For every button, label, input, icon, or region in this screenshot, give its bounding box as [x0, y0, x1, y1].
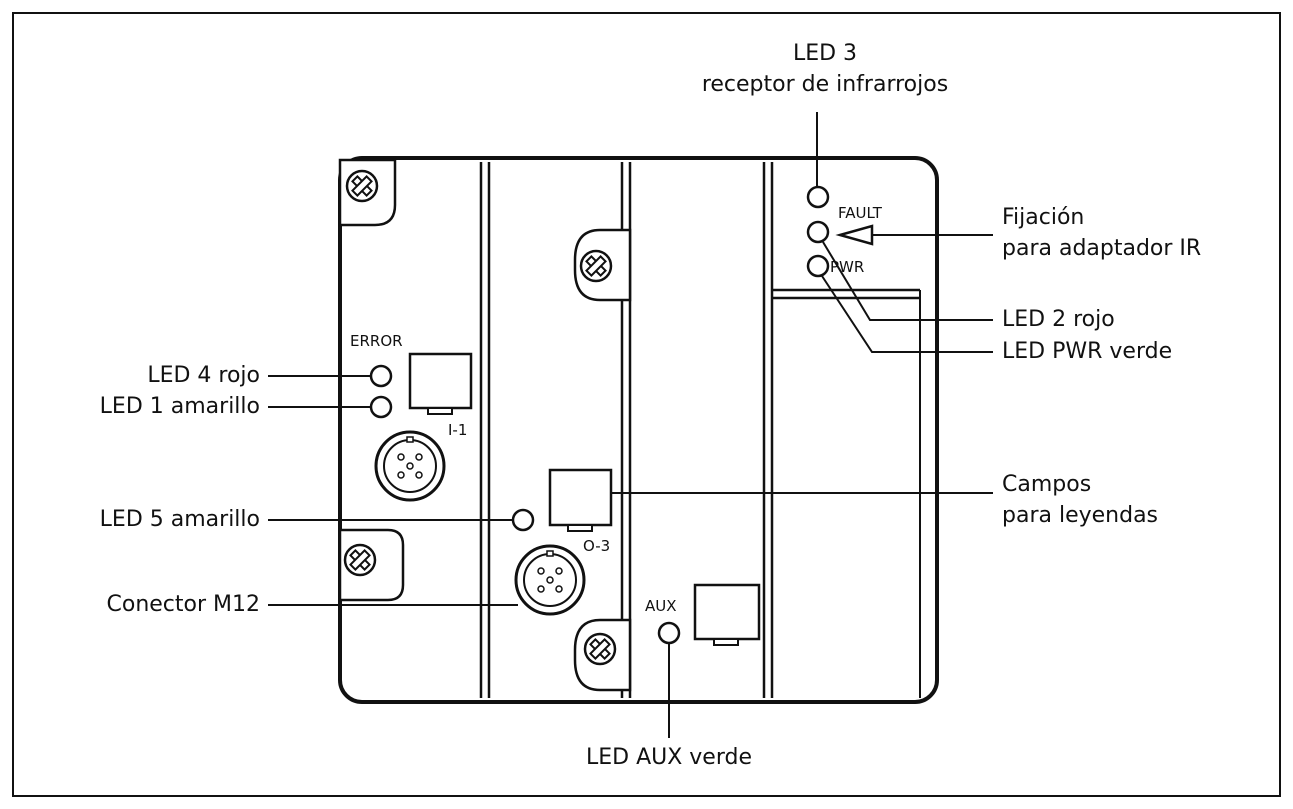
- callout-campos-subtitle: para leyendas: [1002, 503, 1159, 528]
- led-3-ir-receiver: [806, 185, 830, 209]
- callout-led3-title: LED 3: [792, 41, 858, 66]
- callout-led5: LED 5 amarillo: [99, 507, 260, 532]
- callout-led1: LED 1 amarillo: [99, 394, 260, 419]
- screw-middle: [579, 249, 613, 283]
- callout-conector-m12: Conector M12: [106, 592, 261, 617]
- callout-fijacion-subtitle: para adaptador IR: [1002, 236, 1202, 261]
- led-1-yellow: [369, 395, 393, 419]
- device-body: [338, 156, 939, 704]
- marking-o3: O-3: [583, 537, 611, 555]
- led-5-yellow: [511, 508, 535, 532]
- callout-ledaux: LED AUX verde: [585, 745, 753, 770]
- screw-bottom-left: [343, 543, 377, 577]
- marking-error: ERROR: [350, 332, 403, 350]
- callout-led4: LED 4 rojo: [147, 363, 260, 388]
- diagram-frame: [12, 12, 1281, 797]
- led-pwr-green: [806, 254, 830, 278]
- led-4-red: [369, 364, 393, 388]
- legend-field-aux: [693, 583, 761, 641]
- m12-connector-o3: [514, 544, 586, 616]
- led-2-red: [806, 220, 830, 244]
- marking-aux: AUX: [645, 597, 677, 615]
- m12-connector-i1: [374, 430, 446, 502]
- screw-top-left: [345, 169, 379, 203]
- marking-i1: I-1: [448, 421, 468, 439]
- marking-fault: FAULT: [838, 204, 882, 222]
- callout-campos-title: Campos: [1002, 472, 1092, 497]
- callout-ledpwr: LED PWR verde: [1002, 339, 1173, 364]
- marking-pwr: PWR: [830, 258, 865, 276]
- legend-field-i1: [408, 352, 473, 410]
- screw-bottom-middle: [583, 632, 617, 666]
- callout-led3-subtitle: receptor de infrarrojos: [701, 72, 949, 97]
- legend-field-o3: [548, 468, 613, 527]
- callout-led2: LED 2 rojo: [1002, 307, 1115, 332]
- led-aux-green: [657, 621, 681, 645]
- callout-fijacion-title: Fijación: [1002, 205, 1085, 230]
